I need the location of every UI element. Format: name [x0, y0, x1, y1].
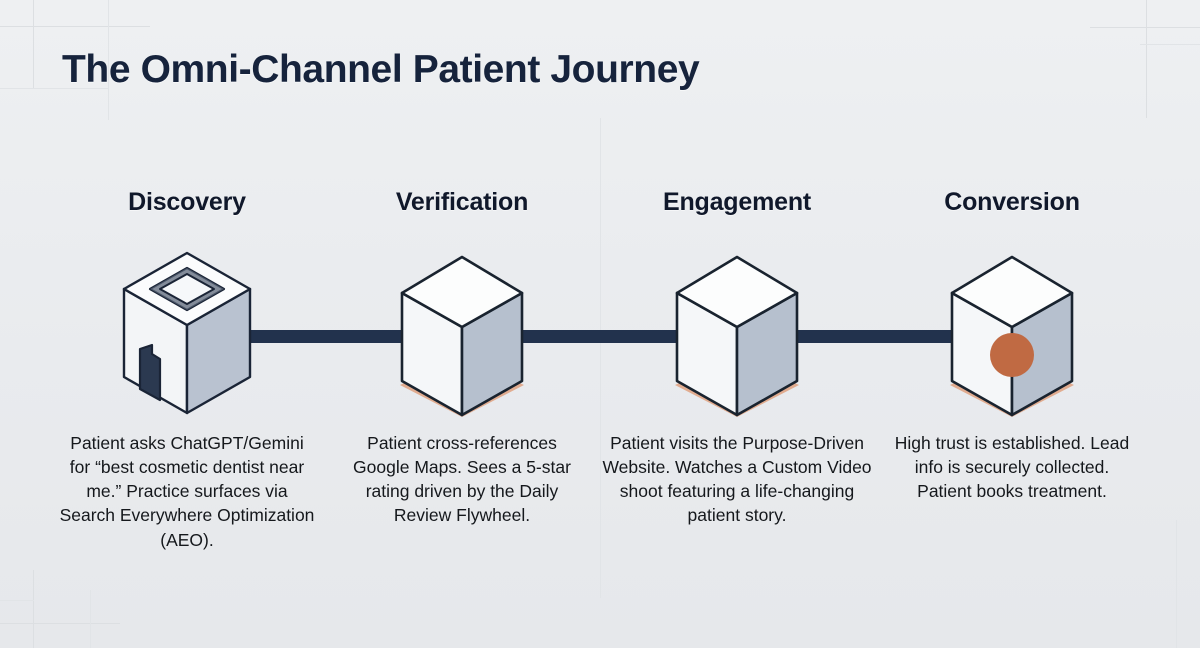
stage-illustration: [37, 237, 337, 427]
stage-caption: Patient asks ChatGPT/Gemini for “best co…: [59, 433, 315, 550]
grid-line-horizontal: [0, 26, 150, 27]
stage-title: Verification: [395, 188, 529, 216]
stage-caption: High trust is established. Lead info is …: [894, 433, 1130, 502]
grid-line-horizontal: [0, 623, 120, 624]
grid-line-vertical: [90, 590, 91, 648]
grid-line-horizontal: [1140, 44, 1200, 45]
isometric-cube-icon: [950, 255, 1074, 417]
grid-line-horizontal: [0, 600, 34, 601]
grid-line-vertical: [108, 0, 109, 120]
grid-line-vertical: [33, 570, 34, 648]
stage-caption: Patient visits the Purpose-Driven Websit…: [602, 433, 872, 526]
stage-engagement[interactable]: Engagement Patient visits the Purpose-Dr…: [587, 190, 887, 528]
conversion-node-dot: [990, 333, 1034, 377]
grid-line-vertical: [33, 0, 34, 88]
stage-illustration: [862, 237, 1162, 427]
grid-line-horizontal: [1090, 27, 1200, 28]
stage-verification[interactable]: Verification Patient cross-references Go…: [312, 190, 612, 528]
stage-title: Engagement: [662, 188, 812, 216]
isometric-cube-icon: [400, 255, 524, 417]
stage-title: Discovery: [128, 188, 246, 216]
isometric-building-icon: [122, 251, 252, 415]
grid-line-horizontal: [0, 88, 108, 89]
stage-illustration: [312, 237, 612, 427]
grid-line-vertical: [600, 118, 601, 598]
stage-caption: Patient cross-references Google Maps. Se…: [353, 433, 571, 526]
page-title: The Omni-Channel Patient Journey: [62, 48, 700, 91]
stage-discovery[interactable]: Discovery Patient asks ChatGPT/Gemini fo…: [37, 190, 337, 552]
stage-conversion[interactable]: Conversion High trust is established. Le…: [862, 190, 1162, 503]
stage-title: Conversion: [944, 188, 1080, 216]
grid-line-vertical: [1176, 520, 1177, 648]
journey-connector-rail: [135, 330, 1020, 343]
grid-line-vertical: [1146, 0, 1147, 118]
isometric-cube-icon: [675, 255, 799, 417]
stage-illustration: [587, 237, 887, 427]
